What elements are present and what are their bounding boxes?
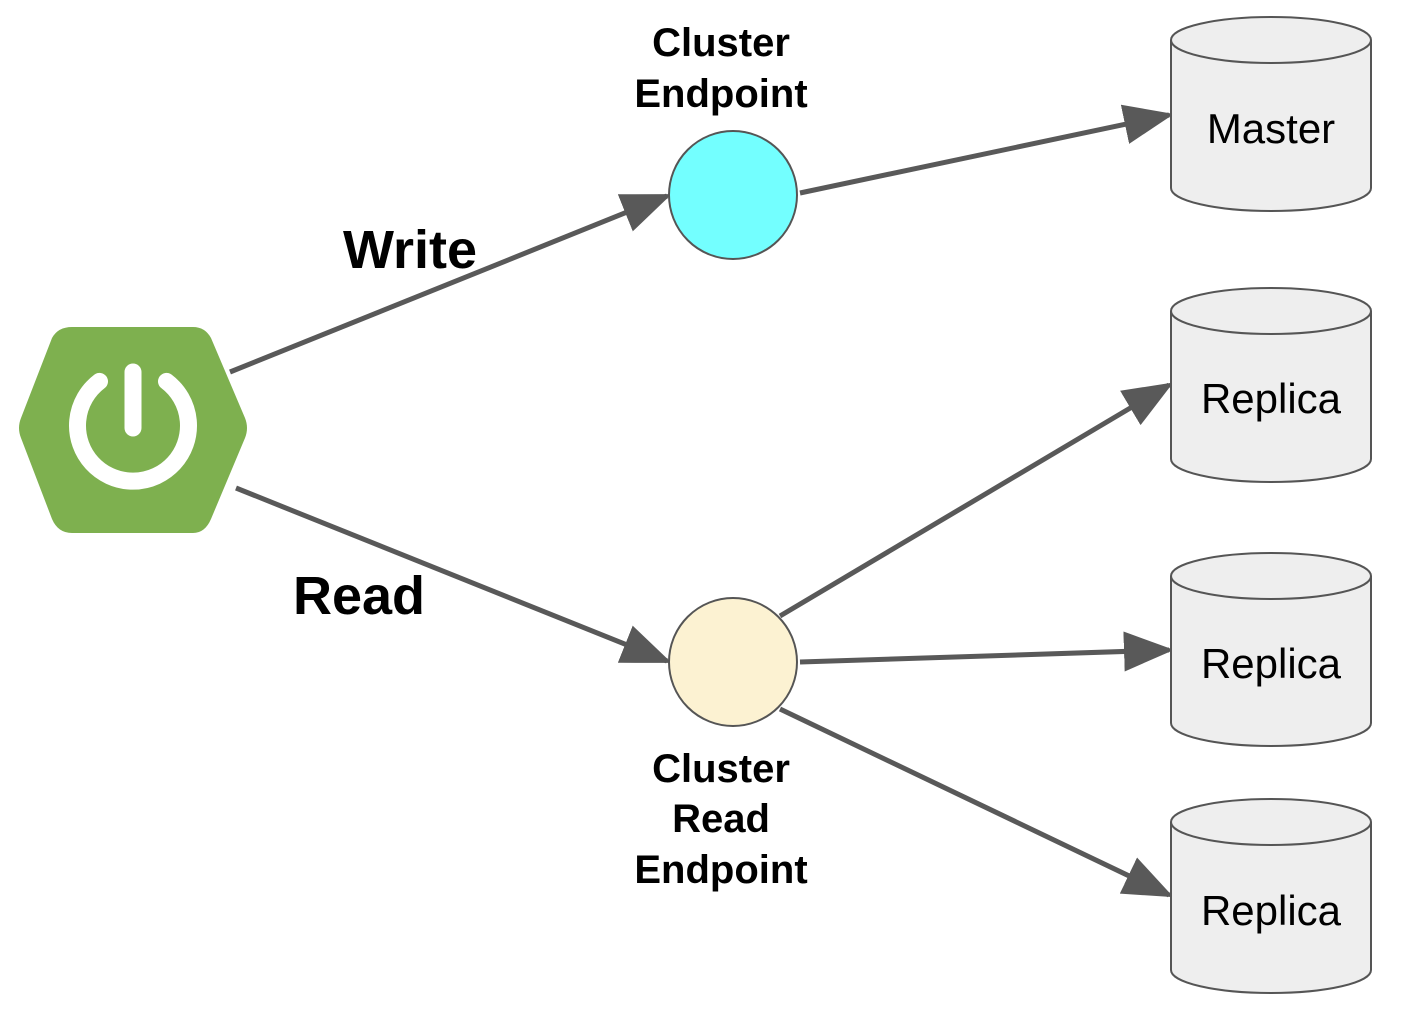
read-endpoint-to-replica-2-arrow: [799, 631, 1174, 672]
cluster-read-endpoint-label-line2: Read: [672, 797, 770, 841]
cluster-read-endpoint-label-line1: Cluster: [652, 747, 790, 791]
master-database-label: Master: [1207, 105, 1335, 152]
replica-3-database-label: Replica: [1201, 887, 1342, 934]
replica-1-database-label: Replica: [1201, 375, 1342, 422]
read-endpoint-to-replica-3-arrow: [778, 706, 1174, 898]
endpoint-to-master-arrow: [799, 104, 1174, 196]
cluster-endpoint-label-line2: Endpoint: [634, 72, 807, 116]
read-endpoint-to-replica-1-arrow: [778, 382, 1174, 619]
replica-1-database-cylinder: [1170, 287, 1372, 483]
cluster-read-endpoint-node: [668, 597, 798, 727]
replica-2-database-label: Replica: [1201, 640, 1342, 687]
replica-3-database-cylinder: [1170, 798, 1372, 994]
master-database-cylinder: [1170, 16, 1372, 212]
spring-boot-power-icon: [19, 327, 247, 533]
edges: [229, 104, 1174, 898]
read-label: Read: [293, 566, 425, 626]
write-arrow: [229, 193, 672, 375]
replica-2-database-cylinder: [1170, 552, 1372, 747]
cluster-endpoint-node: [668, 130, 798, 260]
write-label: Write: [343, 220, 477, 280]
cluster-read-endpoint-label-line3: Endpoint: [634, 848, 807, 892]
read-arrow: [235, 485, 672, 664]
cluster-endpoint-label-line1: Cluster: [652, 21, 790, 65]
